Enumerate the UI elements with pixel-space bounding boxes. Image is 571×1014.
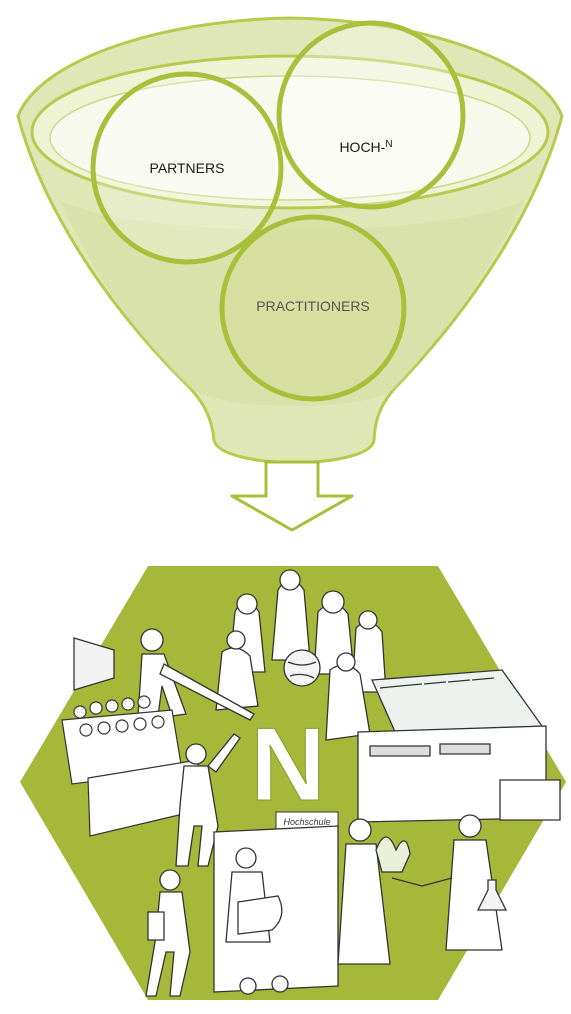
people-globe-group bbox=[215, 569, 387, 741]
pointing-person bbox=[175, 733, 241, 867]
walking-woman bbox=[145, 869, 191, 997]
auditorium-crowd bbox=[61, 695, 201, 837]
circle-hoch: HOCH-N bbox=[276, 20, 466, 210]
hoch-label: HOCH-N bbox=[339, 139, 392, 155]
partners-circle bbox=[90, 71, 284, 265]
circle-partners: PARTNERS bbox=[90, 71, 284, 265]
down-arrow-icon bbox=[230, 460, 354, 532]
partners-label: PARTNERS bbox=[150, 160, 225, 176]
hochschule-sign-text: Hochschule bbox=[283, 817, 330, 827]
flask-icon bbox=[476, 879, 508, 911]
megaphone-icon bbox=[73, 637, 115, 691]
practitioners-label: PRACTITIONERS bbox=[256, 298, 370, 314]
hoch-circle bbox=[276, 20, 466, 210]
handshake-scientists bbox=[337, 814, 508, 965]
circle-practitioners: PRACTITIONERS bbox=[219, 214, 407, 402]
hexagon-illustration: N Hochschule bbox=[20, 566, 566, 1000]
hoch-label-main: HOCH- bbox=[339, 139, 385, 155]
globe-icon bbox=[283, 649, 321, 687]
doorway-family bbox=[213, 825, 339, 995]
hoch-label-superscript: N bbox=[385, 139, 392, 150]
n-logo: N bbox=[250, 707, 325, 823]
plant-icon bbox=[375, 836, 411, 873]
solar-building bbox=[357, 669, 561, 823]
practitioners-circle bbox=[219, 214, 407, 402]
